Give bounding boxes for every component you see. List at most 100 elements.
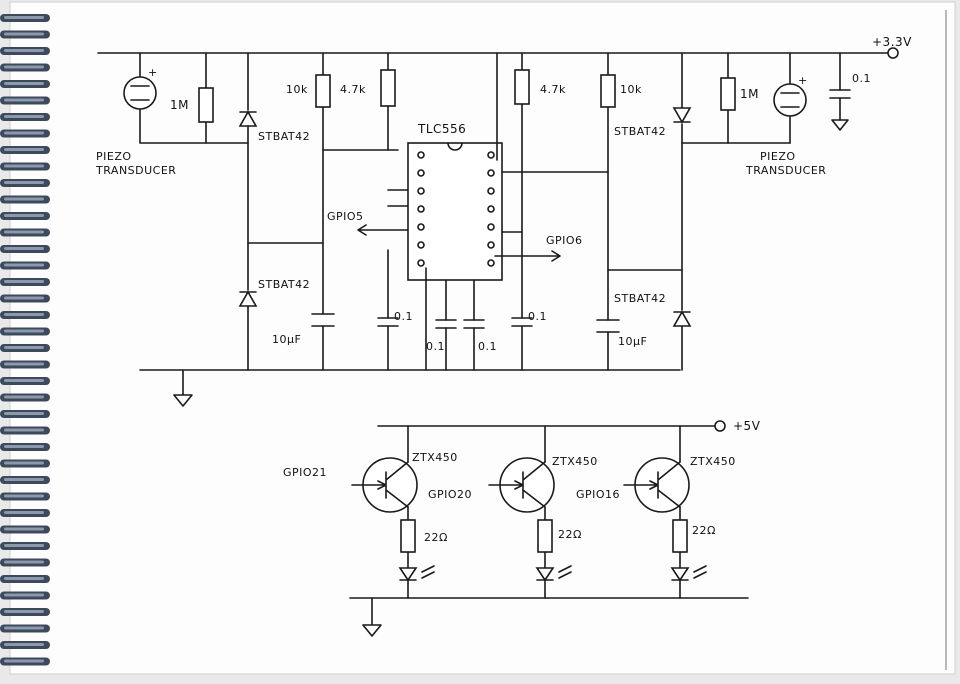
resistor-22-icon <box>400 519 416 553</box>
right-piezo-label-2: TRANSDUCER <box>745 164 826 177</box>
driver-2-gpio-label: GPIO20 <box>428 488 472 501</box>
spiral-ring-highlight <box>4 560 44 564</box>
left-piezo-label-1: PIEZO <box>96 150 132 163</box>
right-01-cap <box>511 317 533 327</box>
driver-3-resistor-label: 22Ω <box>692 524 716 537</box>
right-piezo-icon <box>773 83 807 117</box>
driver-stage-3 <box>623 425 707 599</box>
ic-pin-right <box>487 241 495 249</box>
rail-3v3-label: +3.3V <box>872 35 912 49</box>
ic-pin-left <box>417 205 425 213</box>
left-r10k-resistor <box>315 74 331 108</box>
rail-5v-label: +5V <box>733 419 761 433</box>
left-r1m-resistor <box>198 87 214 123</box>
ic-pins <box>417 151 495 267</box>
led-driver-stages <box>351 425 707 599</box>
spiral-ring-highlight <box>4 362 44 366</box>
left-10uf-label: 10µF <box>272 333 301 346</box>
spiral-ring-highlight <box>4 346 44 349</box>
driver-3-transistor-label: ZTX450 <box>690 455 736 468</box>
spiral-ring-highlight <box>4 643 44 646</box>
left-piezo-plus: + <box>148 66 158 79</box>
spiral-ring-highlight <box>4 115 44 118</box>
driver-stage-2 <box>488 425 572 599</box>
gpio5-label: GPIO5 <box>327 210 364 223</box>
spiral-ring-highlight <box>4 626 44 630</box>
spiral-ring-highlight <box>4 445 44 448</box>
gpio6-arrow <box>494 250 561 262</box>
spiral-ring-highlight <box>4 412 44 415</box>
gpio6-label: GPIO6 <box>546 234 583 247</box>
ic-pin-left <box>417 169 425 177</box>
ic-cap-1-label: 0.1 <box>426 340 445 353</box>
led-icon <box>670 567 690 582</box>
right-r47k-resistor <box>514 69 530 105</box>
spiral-ring-highlight <box>4 577 44 580</box>
spiral-ring-highlight <box>4 65 44 69</box>
ic-pin-left <box>417 187 425 195</box>
ic-notch <box>447 142 463 151</box>
supply-cap-ground-icon <box>831 119 849 131</box>
spiral-ring-highlight <box>4 329 44 333</box>
right-diode-bottom-icon <box>672 310 692 327</box>
spiral-ring-highlight <box>4 263 44 267</box>
right-r1m-resistor <box>720 77 736 111</box>
spiral-ring-highlight <box>4 511 44 514</box>
spiral-ring-highlight <box>4 544 44 547</box>
led-emission-arrows <box>536 565 572 581</box>
left-piezo-label-2: TRANSDUCER <box>95 164 176 177</box>
ic-pin-left <box>417 241 425 249</box>
right-piezo-plus: + <box>798 74 808 87</box>
left-r1m-label: 1M <box>170 98 189 112</box>
left-r10k-label: 10k <box>286 83 308 96</box>
spiral-ring-highlight <box>4 148 44 151</box>
spiral-ring-highlight <box>4 395 44 399</box>
spiral-ring-highlight <box>4 280 44 283</box>
ic-pin-right <box>487 205 495 213</box>
ic-pin-right <box>487 259 495 267</box>
ic-pin-right <box>487 151 495 159</box>
spiral-ring-highlight <box>4 461 44 465</box>
spiral-ring-highlight <box>4 197 44 201</box>
left-diode-top-icon <box>238 110 258 127</box>
led-icon <box>535 567 555 582</box>
spiral-ring-highlight <box>4 82 44 85</box>
right-ic-links <box>501 171 609 233</box>
driver-2-transistor-label: ZTX450 <box>552 455 598 468</box>
supply-cap-label: 0.1 <box>852 72 871 85</box>
led-emission-arrows <box>671 565 707 581</box>
spiral-ring-highlight <box>4 16 44 19</box>
spiral-ring-highlight <box>4 164 44 168</box>
resistor-22-icon <box>537 519 553 553</box>
spiral-ring-highlight <box>4 214 44 217</box>
spiral-ring-highlight <box>4 49 44 52</box>
spiral-ring-highlight <box>4 296 44 300</box>
resistor-22-icon <box>672 519 688 553</box>
transistor-leads <box>623 461 681 508</box>
left-piezo-wire <box>139 52 249 144</box>
left-r47k-label: 4.7k <box>340 83 366 96</box>
spiral-ring-highlight <box>4 181 44 184</box>
right-diode-bottom-label: STBAT42 <box>614 292 666 305</box>
spiral-ring-highlight <box>4 659 44 663</box>
ic-pin-right <box>487 223 495 231</box>
spiral-ring-highlight <box>4 478 44 481</box>
spiral-ring-highlight <box>4 428 44 432</box>
right-diode-top-icon <box>672 107 692 124</box>
right-r47k-label: 4.7k <box>540 83 566 96</box>
driver-1-transistor-label: ZTX450 <box>412 451 458 464</box>
ic-cap-2-label: 0.1 <box>478 340 497 353</box>
right-diode-top-label: STBAT42 <box>614 125 666 138</box>
spiral-ring-highlight <box>4 247 44 250</box>
ic-pin-left <box>417 151 425 159</box>
driver-3-gpio-label: GPIO16 <box>576 488 620 501</box>
right-10uf-label: 10µF <box>618 335 647 348</box>
ground-symbol-bottom <box>362 597 382 637</box>
ic-pin-right <box>487 169 495 177</box>
ic-label: TLC556 <box>417 122 466 136</box>
left-diode-top-label: STBAT42 <box>258 130 310 143</box>
rail-5v-terminal <box>714 420 726 432</box>
spiral-ring-highlight <box>4 98 44 102</box>
